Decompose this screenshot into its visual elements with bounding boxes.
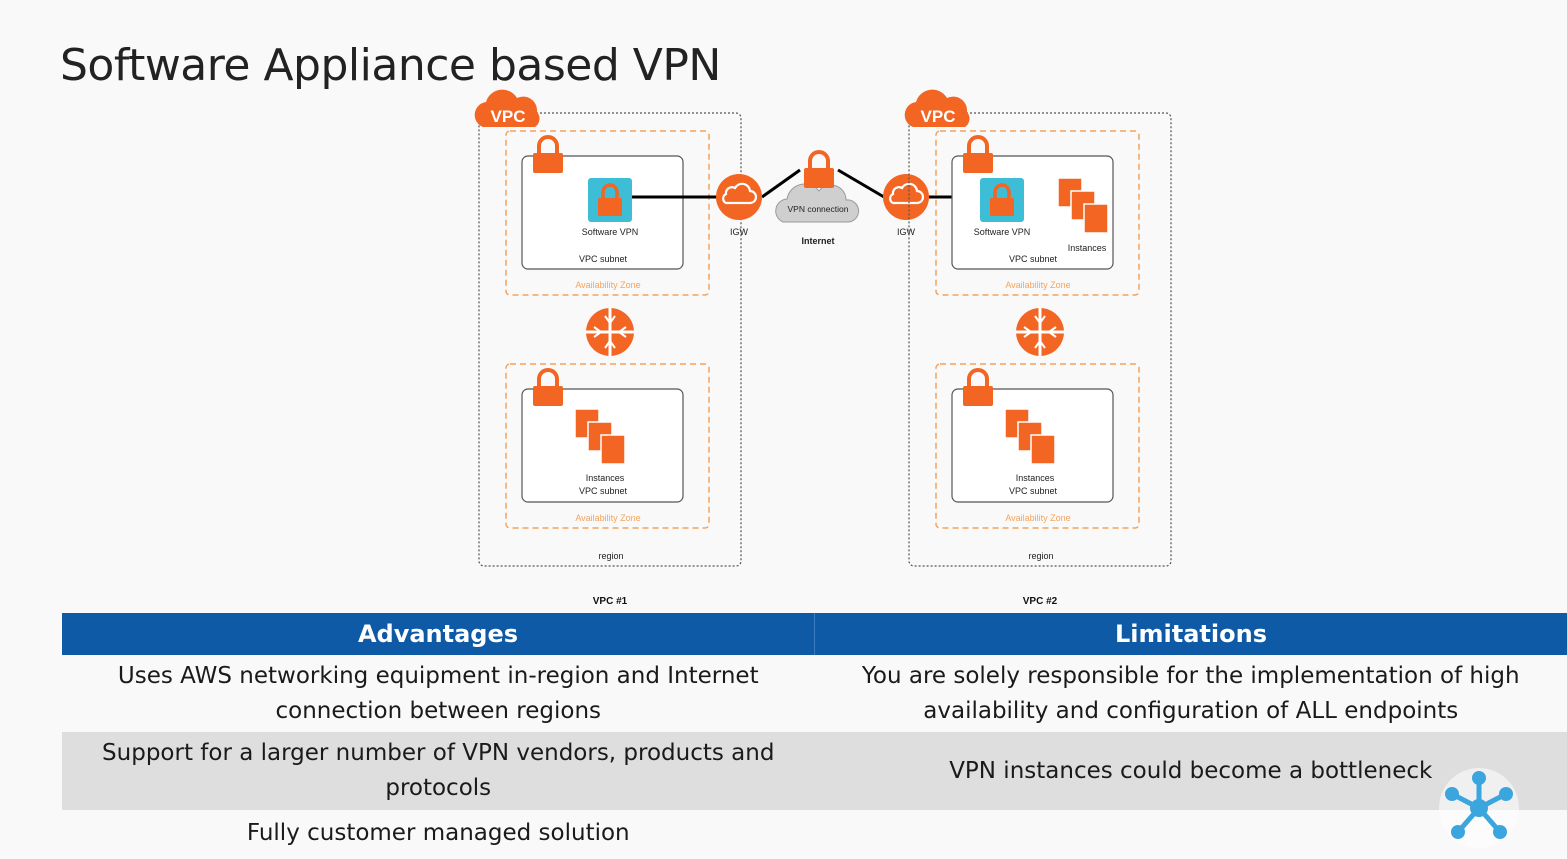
vpc1-igw-label: IGW	[730, 227, 749, 237]
vpc2-az2-label: Availability Zone	[1005, 513, 1070, 523]
vpn-connection-label: VPN connection	[788, 204, 849, 214]
vpc2-az1-label: Availability Zone	[1005, 280, 1070, 290]
slide-title: Software Appliance based VPN	[60, 40, 721, 91]
vpc1-az2-box	[505, 363, 710, 529]
vpc2-igw-icon	[881, 172, 931, 222]
vpc2-badge-label: VPC	[921, 107, 956, 126]
internet-label: Internet	[801, 236, 834, 246]
table-row: Uses AWS networking equipment in-region …	[62, 655, 1567, 732]
vpc2-software-vpn-label: Software VPN	[974, 227, 1031, 237]
vpn-connection-lock-icon	[802, 150, 836, 190]
vpc1-instances-label: Instances	[586, 473, 625, 483]
table-row: Fully customer managed solution	[62, 810, 1567, 856]
vpc2-az1-lock-icon	[961, 135, 995, 175]
vpc1-igw-icon	[714, 172, 764, 222]
vpc1-caption: VPC #1	[593, 596, 628, 607]
vpc2-subnet2-label: VPC subnet	[1009, 486, 1058, 496]
vpc2-public-instances-label: Instances	[1068, 243, 1107, 253]
vpc2-group: VPC Software VPN Instances VPC subnet Av…	[904, 89, 1172, 607]
limitations-header: Limitations	[814, 613, 1567, 655]
vpc2-az1-box	[935, 130, 1140, 296]
vpc1-badge-label: VPC	[491, 107, 526, 126]
vpc2-software-vpn-icon	[978, 176, 1026, 224]
table-header: Advantages Limitations	[62, 613, 1567, 655]
comparison-table: Advantages Limitations Uses AWS networki…	[62, 613, 1567, 856]
vpc1-subnet2-label: VPC subnet	[579, 486, 628, 496]
vpn-architecture-diagram: VPC Software VPN VPC subnet Availability…	[474, 89, 1172, 607]
network-logo-icon	[1439, 768, 1519, 848]
vpc2-router-icon	[1014, 306, 1066, 358]
vpc1-software-vpn-label: Software VPN	[582, 227, 639, 237]
limitation-cell: You are solely responsible for the imple…	[861, 662, 1520, 724]
advantage-cell: Fully customer managed solution	[246, 819, 630, 846]
vpc1-region-box	[478, 112, 742, 567]
vpc1-az2-lock-icon	[531, 368, 565, 408]
table-row: Support for a larger number of VPN vendo…	[62, 732, 1567, 810]
vpc2-subnet1-label: VPC subnet	[1009, 254, 1058, 264]
vpc1-region-label: region	[598, 551, 623, 561]
vpc1-router-icon	[584, 306, 636, 358]
advantage-cell: Uses AWS networking equipment in-region …	[117, 662, 759, 724]
advantages-header: Advantages	[357, 620, 519, 648]
vpc1-az1-box	[505, 130, 710, 296]
vpc1-az1-lock-icon	[531, 135, 565, 175]
internet-cloud-icon	[775, 183, 860, 223]
advantage-cell: Support for a larger number of VPN vendo…	[102, 740, 775, 801]
vpc2-region-box	[908, 112, 1172, 567]
vpc1-subnet1-label: VPC subnet	[579, 254, 628, 264]
vpc2-region-label: region	[1028, 551, 1053, 561]
vpc2-caption: VPC #2	[1023, 596, 1058, 607]
vpc2-az2-lock-icon	[961, 368, 995, 408]
vpc1-az2-label: Availability Zone	[575, 513, 640, 523]
vpc1-software-vpn-icon	[586, 176, 634, 224]
vpc2-instances-label: Instances	[1016, 473, 1055, 483]
vpc1-az1-label: Availability Zone	[575, 280, 640, 290]
vpc2-az2-box	[935, 363, 1140, 529]
vpc2-igw-label: IGW	[897, 227, 916, 237]
vpc1-group: VPC Software VPN VPC subnet Availability…	[474, 89, 742, 607]
limitation-cell: VPN instances could become a bottleneck	[949, 757, 1433, 784]
